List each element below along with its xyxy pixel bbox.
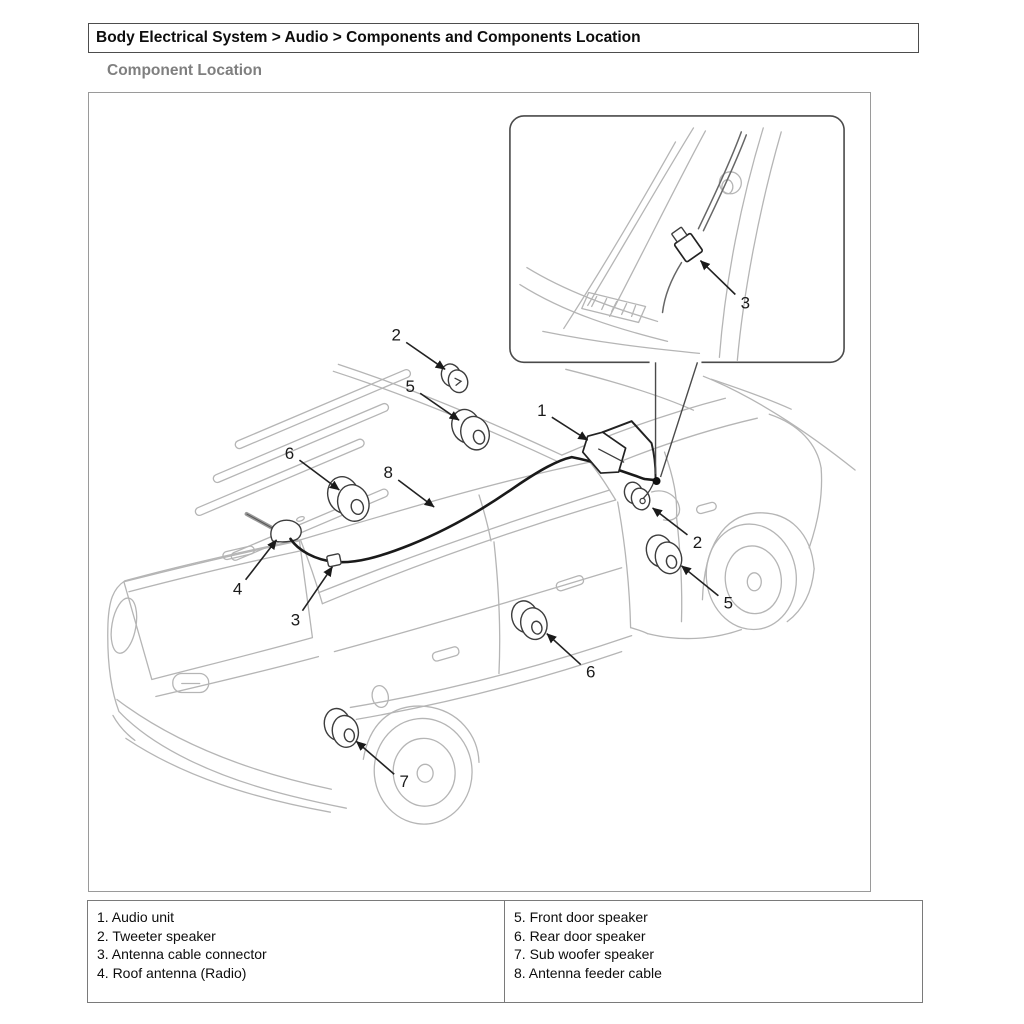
liftgate-handle-icon bbox=[172, 672, 210, 694]
component-location-diagram: 1 2 5 6 8 4 3 2 5 6 7 3 bbox=[107, 115, 856, 825]
legend-column-left: 1. Audio unit 2. Tweeter speaker 3. Ante… bbox=[88, 901, 505, 1002]
sub-woofer-speaker-glyph bbox=[323, 707, 360, 748]
callout-label-tweeter-side: 2 bbox=[693, 533, 702, 552]
callout-label-audio-unit: 1 bbox=[537, 401, 546, 420]
dash-vent-icon bbox=[581, 291, 647, 324]
callout-arrow-cable-connector bbox=[301, 566, 334, 612]
callout-label-rear-door-roof: 6 bbox=[285, 444, 294, 463]
section-title: Component Location bbox=[107, 62, 262, 79]
callout-arrow-rear-door-roof bbox=[298, 459, 340, 491]
inset-detail-box bbox=[509, 115, 845, 368]
legend-item: 8. Antenna feeder cable bbox=[514, 964, 662, 981]
legend-table: 1. Audio unit 2. Tweeter speaker 3. Ante… bbox=[87, 900, 923, 1003]
front-door-speaker-roof-glyph bbox=[451, 408, 490, 451]
antenna-cable-connector-glyph bbox=[326, 553, 342, 568]
legend-item: 4. Roof antenna (Radio) bbox=[97, 964, 247, 981]
rear-wheel-icon bbox=[373, 717, 473, 825]
car-illustration bbox=[107, 363, 856, 825]
callout-label-tweeter-roof: 2 bbox=[392, 325, 401, 344]
callout-arrow-front-door-side bbox=[680, 565, 719, 597]
roof-ribs bbox=[194, 368, 412, 561]
callout-label-cable-connector: 3 bbox=[291, 611, 300, 630]
breadcrumb-text: Body Electrical System > Audio > Compone… bbox=[96, 29, 641, 46]
taillight-icon bbox=[110, 597, 138, 654]
callout-label-front-door-side: 5 bbox=[724, 594, 733, 613]
callout-label-rear-door-side: 6 bbox=[586, 663, 595, 682]
rear-door-speaker-side-glyph bbox=[510, 600, 548, 641]
front-door-speaker-side-glyph bbox=[645, 534, 683, 575]
callout-arrow-feeder-cable bbox=[397, 479, 435, 508]
callout-label-roof-antenna: 4 bbox=[233, 580, 242, 599]
tweeter-speaker-side-glyph bbox=[623, 481, 651, 511]
front-wheel-icon bbox=[705, 523, 798, 631]
callout-label-feeder-cable: 8 bbox=[384, 463, 393, 482]
callout-arrow-roof-antenna bbox=[244, 539, 278, 581]
callout-arrow-front-door-roof bbox=[419, 392, 460, 421]
callouts: 1 2 5 6 8 4 3 2 5 6 7 3 bbox=[233, 260, 750, 791]
fuel-door-icon bbox=[371, 684, 390, 708]
callout-arrow-tweeter-roof bbox=[405, 341, 446, 370]
antenna-cable-connector-inset-glyph bbox=[671, 226, 703, 263]
roof-antenna-glyph bbox=[244, 511, 302, 543]
legend-item: 3. Antenna cable connector bbox=[97, 946, 267, 963]
cable-junction-dot bbox=[652, 477, 661, 486]
inset-pointer-tail bbox=[654, 362, 699, 478]
legend-item: 5. Front door speaker bbox=[514, 909, 648, 925]
callout-arrow-rear-door-side bbox=[546, 633, 582, 666]
callout-label-connector-inset: 3 bbox=[741, 293, 750, 312]
callout-arrow-sub-woofer bbox=[355, 740, 395, 775]
component-location-figure: 1 2 5 6 8 4 3 2 5 6 7 3 bbox=[88, 92, 871, 892]
legend-item: 2. Tweeter speaker bbox=[97, 927, 216, 944]
breadcrumb: Body Electrical System > Audio > Compone… bbox=[88, 23, 919, 53]
legend-item: 1. Audio unit bbox=[97, 909, 175, 925]
tweeter-speaker-roof-glyph bbox=[440, 363, 469, 394]
rear-door-handle-icon bbox=[431, 646, 460, 662]
callout-arrow-connector-inset bbox=[699, 260, 736, 296]
legend-item: 7. Sub woofer speaker bbox=[514, 946, 655, 963]
legend-column-right: 5. Front door speaker 6. Rear door speak… bbox=[505, 901, 922, 1002]
callout-arrow-tweeter-side bbox=[652, 507, 688, 536]
legend-item: 6. Rear door speaker bbox=[514, 927, 646, 944]
callout-label-sub-woofer: 7 bbox=[399, 772, 408, 791]
callout-label-front-door-roof: 5 bbox=[405, 377, 414, 396]
callout-arrow-audio-unit bbox=[551, 416, 589, 441]
rear-door-speaker-roof-glyph bbox=[326, 476, 370, 522]
audio-components bbox=[244, 363, 683, 748]
audio-unit-glyph bbox=[581, 420, 657, 499]
